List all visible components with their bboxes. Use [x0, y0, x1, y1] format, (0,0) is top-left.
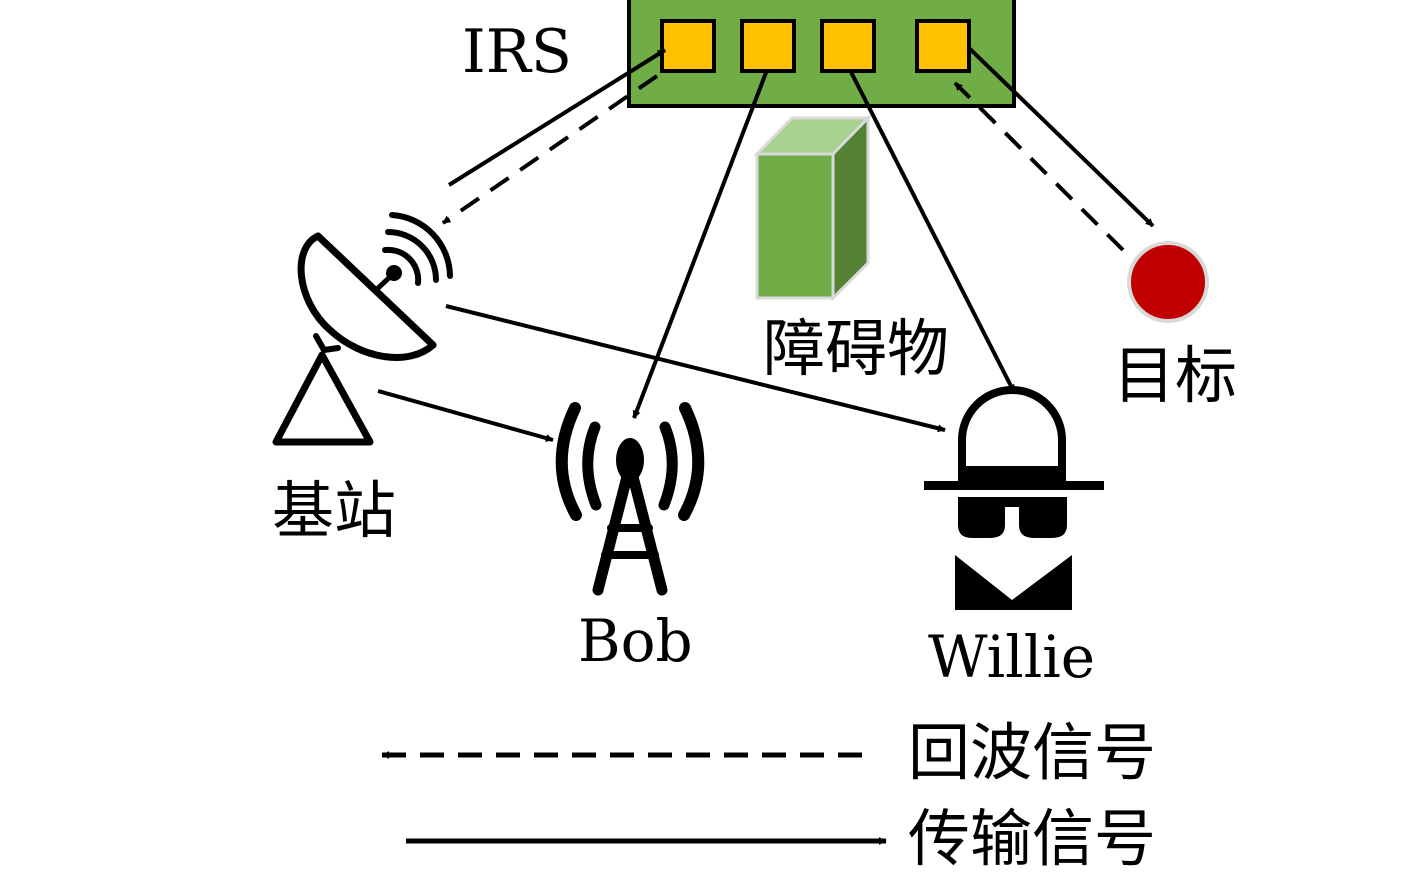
arrow-bs-to-irs	[447, 48, 667, 187]
legend-echo-label: 回波信号	[908, 716, 1157, 789]
irs-panel	[627, 0, 1016, 108]
arrow-bs-to-bob	[377, 389, 554, 442]
bob-label: Bob	[578, 607, 693, 675]
arrow-irs-to-willie	[848, 69, 1016, 393]
arrow-irs-to-target	[966, 45, 1155, 228]
signal-arrows	[377, 45, 1155, 442]
legend-transmission-label: 传输信号	[908, 802, 1157, 875]
willie-spy-icon	[924, 386, 1104, 610]
legend	[381, 751, 887, 845]
obstacle-label: 障碍物	[763, 312, 950, 385]
base-station-dish-icon	[272, 212, 453, 446]
base-station-label: 基站	[272, 474, 397, 547]
arrow-irs-to-bob	[632, 69, 769, 419]
target-icon	[1127, 241, 1209, 323]
irs-label: IRS	[462, 17, 572, 87]
target-label: 目标	[1113, 339, 1238, 412]
obstacle-icon	[753, 114, 872, 302]
arrow-irs-to-bs-echo	[441, 74, 659, 225]
bob-tower-icon	[555, 402, 705, 596]
arrow-bs-to-willie	[445, 304, 946, 433]
irs-element	[740, 19, 796, 73]
arrow-target-to-irs-echo	[953, 81, 1125, 252]
irs-element	[820, 19, 876, 73]
irs-element	[660, 19, 716, 73]
willie-label: Willie	[928, 623, 1096, 691]
irs-element	[915, 19, 971, 73]
